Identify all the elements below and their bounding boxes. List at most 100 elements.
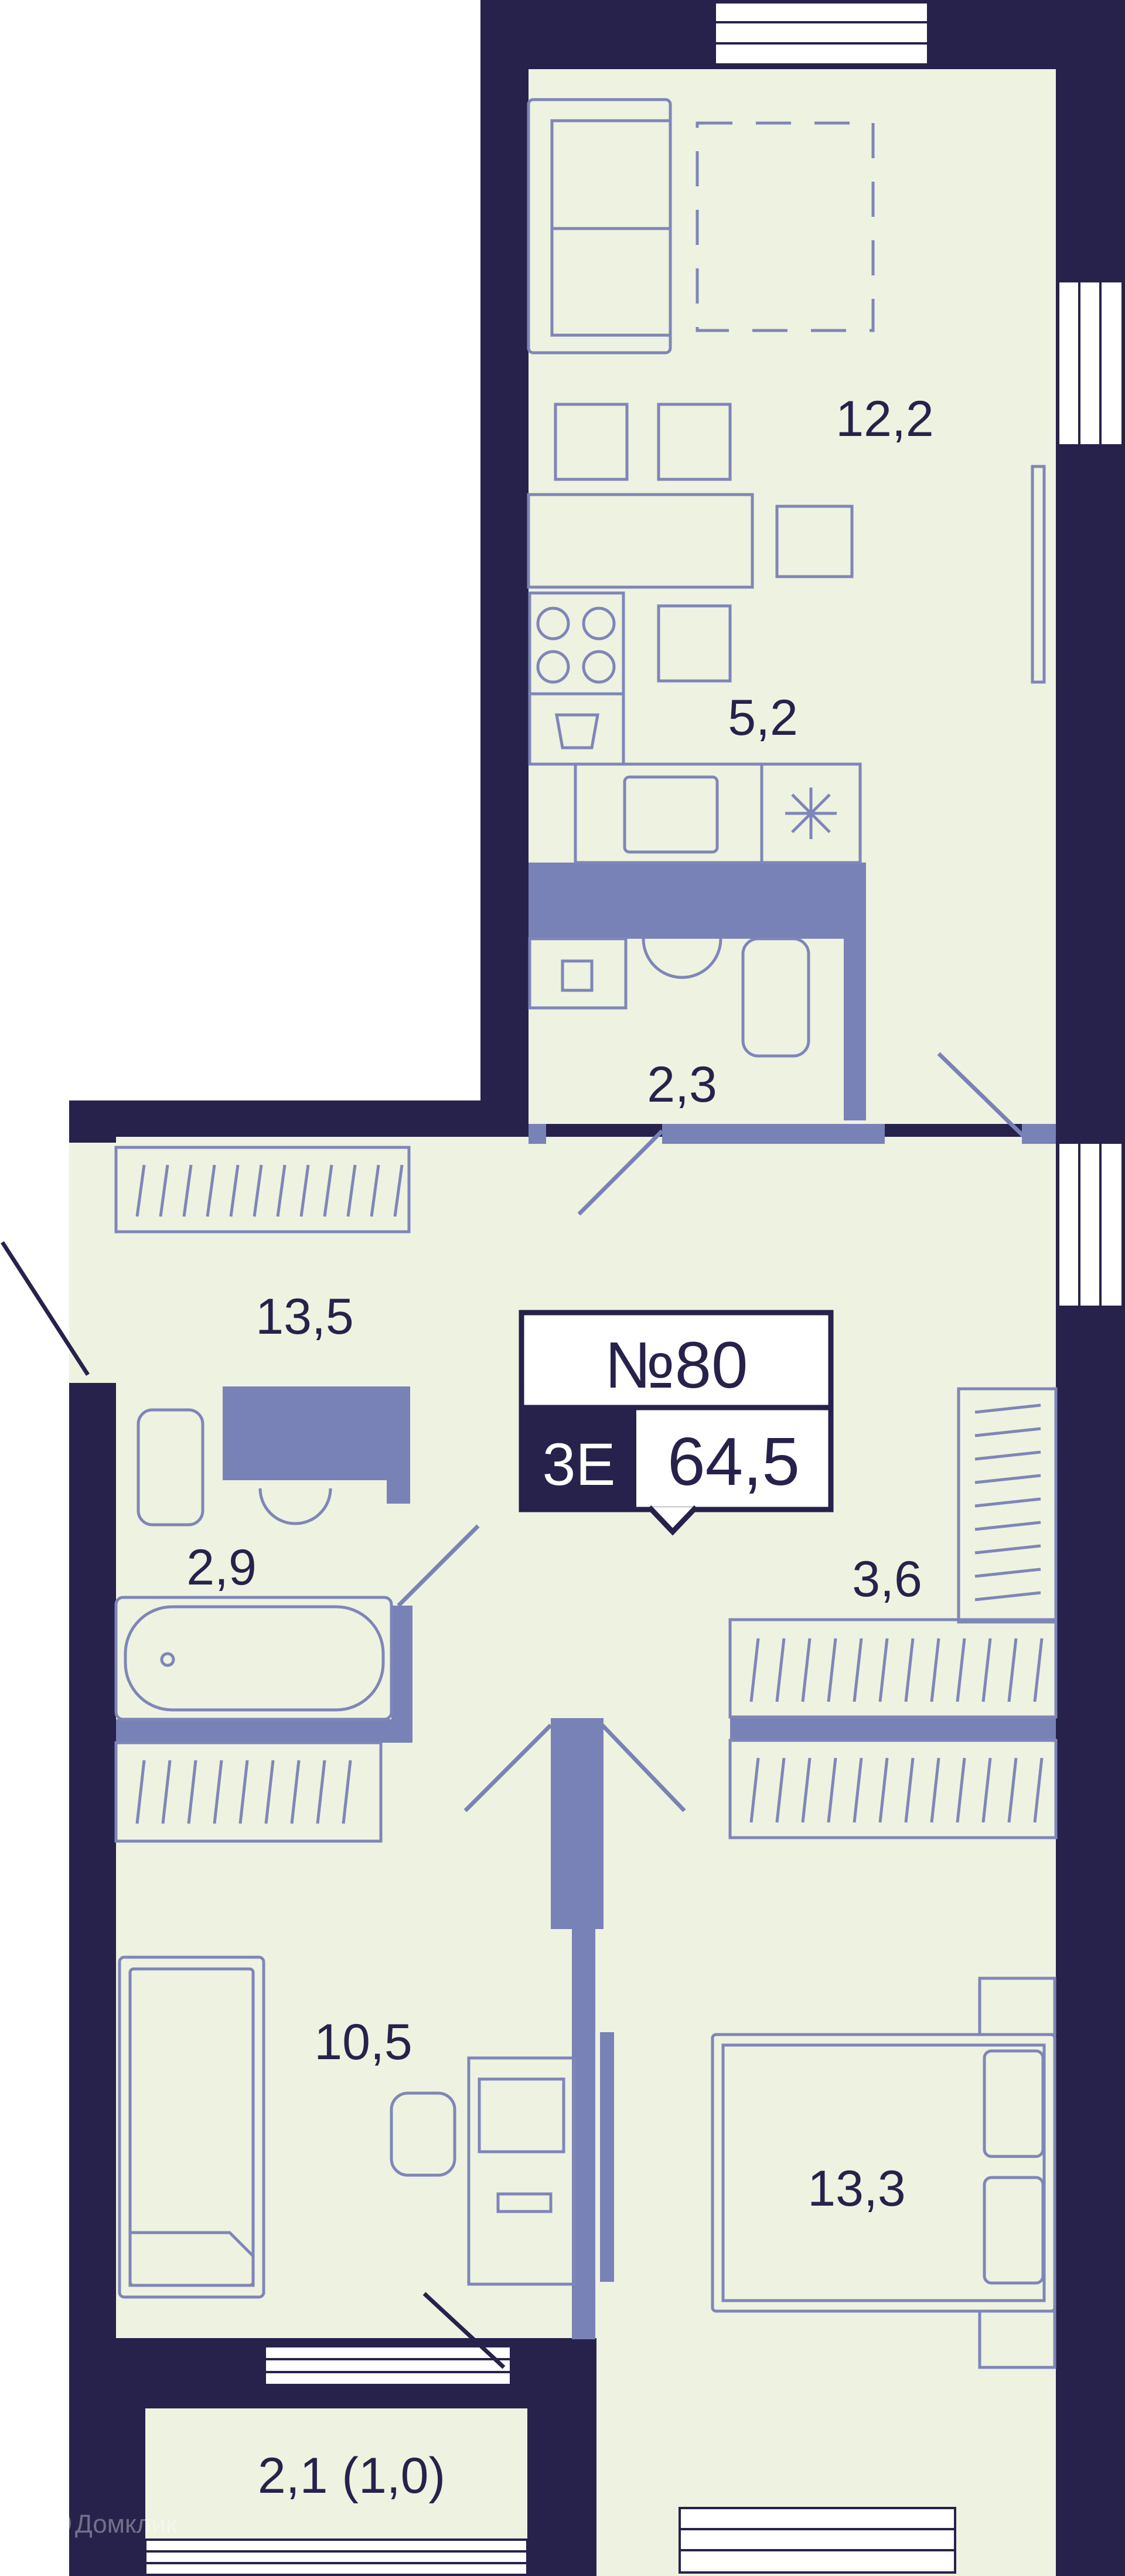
hanger-mark [904,1638,915,1702]
bed [118,1955,265,2299]
entrance-door-swing [1,1241,506,2369]
hanger-mark [974,1474,1041,1484]
washing-machine-2 [528,937,628,1010]
room-code: 3E [543,1431,616,1498]
hanger-mark [853,1638,863,1702]
window-bottom [679,2507,956,2574]
chair [775,505,854,578]
watermark-logo-icon [44,2510,71,2537]
room-area-bedroom-1: 10,5 [314,2014,412,2070]
hanger-mark [974,1568,1041,1578]
hanger-mark [182,1164,193,1217]
hanger-mark [135,1164,146,1217]
hanger-mark [974,1521,1041,1531]
sink [623,775,719,854]
hanger-mark [956,1638,966,1702]
hanger-mark [878,1757,889,1823]
table [527,493,754,589]
wardrobe-bedroom [114,1741,383,1843]
hanger-mark [370,1164,380,1217]
hanger-mark [904,1757,915,1823]
hanger-mark [878,1638,889,1702]
hanger-mark [299,1164,310,1217]
apartment-number: №80 [605,1328,748,1402]
pillow [983,2176,1045,2285]
windows [144,1,1124,2576]
hanger-mark [342,1760,352,1824]
keyboard [496,2192,553,2213]
hanger-mark [801,1757,812,1823]
snowflake-icon [785,788,837,839]
apartment-badge: №80 3E 64,5 [519,1310,834,1536]
hanger-mark [323,1164,333,1217]
pillow [983,2049,1045,2158]
hanger-mark [1007,1757,1018,1823]
basin-2 [258,1488,332,1525]
hanger-mark [253,1164,263,1217]
hanger-mark [827,1757,837,1823]
hanger-mark [290,1760,301,1824]
hanger-mark [159,1164,169,1217]
wardrobe-closet [957,1387,1058,1624]
bathtub [114,1596,393,1721]
room-area-bathroom: 2,9 [186,1539,257,1596]
room-area-kitchen: 5,2 [728,690,798,746]
hanger-mark [276,1164,287,1217]
hanger-mark [981,1757,992,1823]
hanger-mark [974,1450,1041,1461]
balcony-door [264,2345,512,2386]
hanger-mark [135,1760,146,1824]
wardrobe-closet-2 [728,1618,1058,1719]
hanger-mark [775,1757,786,1823]
hanger-mark [346,1164,357,1217]
hanger-mark [974,1403,1041,1414]
room-area-wc: 2,3 [647,1057,717,1113]
hanger-mark [853,1757,863,1823]
partitions [116,863,1056,2339]
hanger-mark [187,1760,197,1824]
hanger-mark [974,1544,1041,1555]
hanger-hatching [135,1164,1044,1824]
wardrobe-hall [114,1146,411,1234]
wardrobe-closet-3 [728,1739,1058,1839]
balcony-rail [144,2538,529,2576]
total-area: 64,5 [667,1423,800,1500]
watermark-text: Домклик [75,2510,178,2538]
window-top [714,1,929,66]
hanger-mark [161,1760,172,1824]
toilet [741,937,810,1058]
chair [657,403,732,481]
hanger-mark [229,1164,240,1217]
hanger-mark [827,1638,837,1702]
hanger-mark [1033,1638,1044,1702]
hanger-mark [974,1427,1041,1437]
room-area-living: 12,2 [836,391,933,447]
rug [696,121,875,332]
hanger-mark [775,1638,786,1702]
tv [1031,465,1046,684]
hanger-mark [749,1638,760,1702]
hanger-mark [981,1638,992,1702]
hanger-mark [1033,1757,1044,1823]
hanger-mark [956,1757,966,1823]
area-labels: 12,2 5,2 2,3 13,5 2,9 3,6 10,5 13,3 2,1 … [186,391,933,2504]
hanger-mark [930,1757,940,1823]
hanger-mark [316,1760,326,1824]
hanger-mark [213,1760,223,1824]
room-area-closet: 3,6 [852,1551,922,1607]
room-area-balcony: 2,1 (1,0) [258,2448,445,2504]
room-area-bedroom-2: 13,3 [807,2161,905,2217]
hanger-mark [974,1497,1041,1508]
toilet-2 [137,1408,204,1526]
chair [657,604,732,683]
nightstand [978,2309,1056,2369]
hanger-mark [238,1760,249,1824]
hanger-mark [264,1760,275,1824]
hanger-mark [206,1164,216,1217]
furniture [114,98,1058,2369]
room-area-hall: 13,5 [255,1289,353,1345]
hanger-mark [930,1638,940,1702]
bed-2 [711,2033,1056,2313]
hanger-mark [749,1757,760,1823]
